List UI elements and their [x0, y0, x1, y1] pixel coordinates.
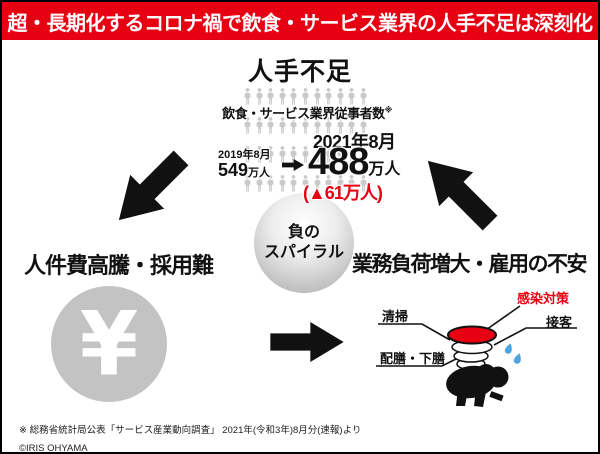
person-icon-row — [243, 146, 368, 163]
infection-plate-icon — [447, 325, 497, 345]
after-value: 488 — [308, 141, 369, 183]
person-icon-row — [243, 117, 368, 134]
workforce-icon-grid — [243, 88, 368, 204]
person-icon — [314, 117, 320, 134]
sweat-drops-icon — [504, 343, 521, 364]
person-icon — [360, 146, 367, 163]
after-stat: 488万人 — [308, 143, 400, 181]
after-date: 2021年8月 — [313, 132, 396, 152]
cost-heading: 人件費高騰・採用難 — [24, 253, 214, 278]
copyright: ©IRIS OHYAMA — [19, 443, 88, 454]
person-icon — [314, 146, 320, 163]
person-icon — [267, 88, 274, 105]
person-icon — [314, 175, 320, 192]
person-icon — [325, 117, 332, 134]
waiter-illustration: 感染対策 清掃 接客 配膳・下膳 — [370, 285, 585, 410]
labor-shortage-heading: 人手不足 — [247, 58, 352, 86]
person-icon — [348, 117, 355, 134]
callout-infection: 感染対策 — [517, 291, 570, 306]
person-icon — [256, 146, 262, 163]
callout-serving: 配膳・下膳 — [380, 351, 446, 366]
person-icon — [256, 88, 262, 105]
person-icon — [244, 146, 251, 163]
after-unit: 万人 — [368, 161, 401, 178]
person-icon — [267, 117, 274, 134]
person-icon — [360, 88, 367, 105]
person-icon — [337, 117, 344, 134]
cycle-arrow-right-icon — [270, 322, 344, 362]
person-icon — [290, 175, 297, 192]
serving-callout-line — [376, 358, 457, 367]
person-icon — [360, 117, 367, 134]
person-icon — [348, 175, 355, 192]
cycle-arrow-down-left-icon — [118, 150, 189, 221]
person-icon — [348, 146, 355, 163]
yen-circle: ¥ — [51, 286, 167, 402]
person-icon — [279, 88, 286, 105]
spiral-label-line2: スパイラル — [263, 244, 344, 261]
person-icon — [267, 175, 274, 192]
person-icon — [244, 117, 251, 134]
person-icon — [279, 117, 286, 134]
person-icon — [244, 88, 251, 105]
yen-icon: ¥ — [79, 292, 139, 396]
person-icon — [314, 88, 320, 105]
person-icon — [337, 146, 344, 163]
person-icon — [337, 175, 344, 192]
stats-caption: 飲食・サービス業界従事者数※ — [212, 103, 402, 122]
person-icon — [325, 175, 332, 192]
service-callout-line — [493, 327, 577, 346]
cleaning-callout-line — [378, 323, 451, 341]
person-icon — [302, 88, 309, 105]
person-icon — [302, 146, 309, 163]
waiter-illustration-art — [376, 305, 577, 407]
delta-value: (▲61万人) — [303, 183, 383, 203]
person-icon — [279, 146, 286, 163]
change-arrow-icon — [282, 159, 304, 171]
plate-stack-icon — [447, 325, 497, 371]
person-icon — [256, 117, 262, 134]
before-value: 549 — [218, 160, 249, 180]
person-icon — [325, 146, 332, 163]
footnote-mark: ※ — [384, 105, 393, 115]
source-note: ※ 総務省統計局公表「サービス産業動向調査」 2021年(令和3年)8月分(速報… — [19, 425, 362, 436]
person-icon — [290, 117, 297, 134]
stats-caption-text: 飲食・サービス業界従事者数 — [222, 106, 385, 121]
person-icon — [360, 175, 367, 192]
callout-service: 接客 — [546, 315, 573, 330]
person-icon — [337, 88, 344, 105]
negative-spiral-circle: 負の スパイラル — [254, 193, 354, 293]
person-icon — [348, 88, 355, 105]
page-title: 超・長期化するコロナ禍で飲食・サービス業界の人手不足は深刻化 — [7, 12, 594, 35]
person-icon — [256, 175, 262, 192]
person-icon — [302, 117, 309, 134]
before-stat: 2019年8月 549万人 — [218, 149, 271, 181]
person-icon — [290, 88, 297, 105]
title-banner: 超・長期化するコロナ禍で飲食・サービス業界の人手不足は深刻化 — [2, 2, 598, 40]
infection-callout-line — [482, 305, 521, 333]
before-date: 2019年8月 — [218, 149, 271, 161]
person-icon — [244, 175, 251, 192]
workload-heading: 業務負荷増大・雇用の不安 — [352, 253, 588, 276]
person-icon — [267, 146, 274, 163]
before-unit: 万人 — [248, 167, 271, 179]
person-icon — [302, 175, 309, 192]
person-icon — [325, 88, 332, 105]
callout-cleaning: 清掃 — [382, 309, 409, 324]
person-icon — [290, 146, 297, 163]
spiral-label-line1: 負の — [287, 224, 320, 241]
person-icon-row — [243, 88, 368, 105]
person-icon-row — [243, 175, 368, 192]
person-icon — [279, 175, 286, 192]
worker-silhouette-icon — [446, 364, 509, 407]
cycle-arrow-up-left-icon — [427, 160, 498, 231]
